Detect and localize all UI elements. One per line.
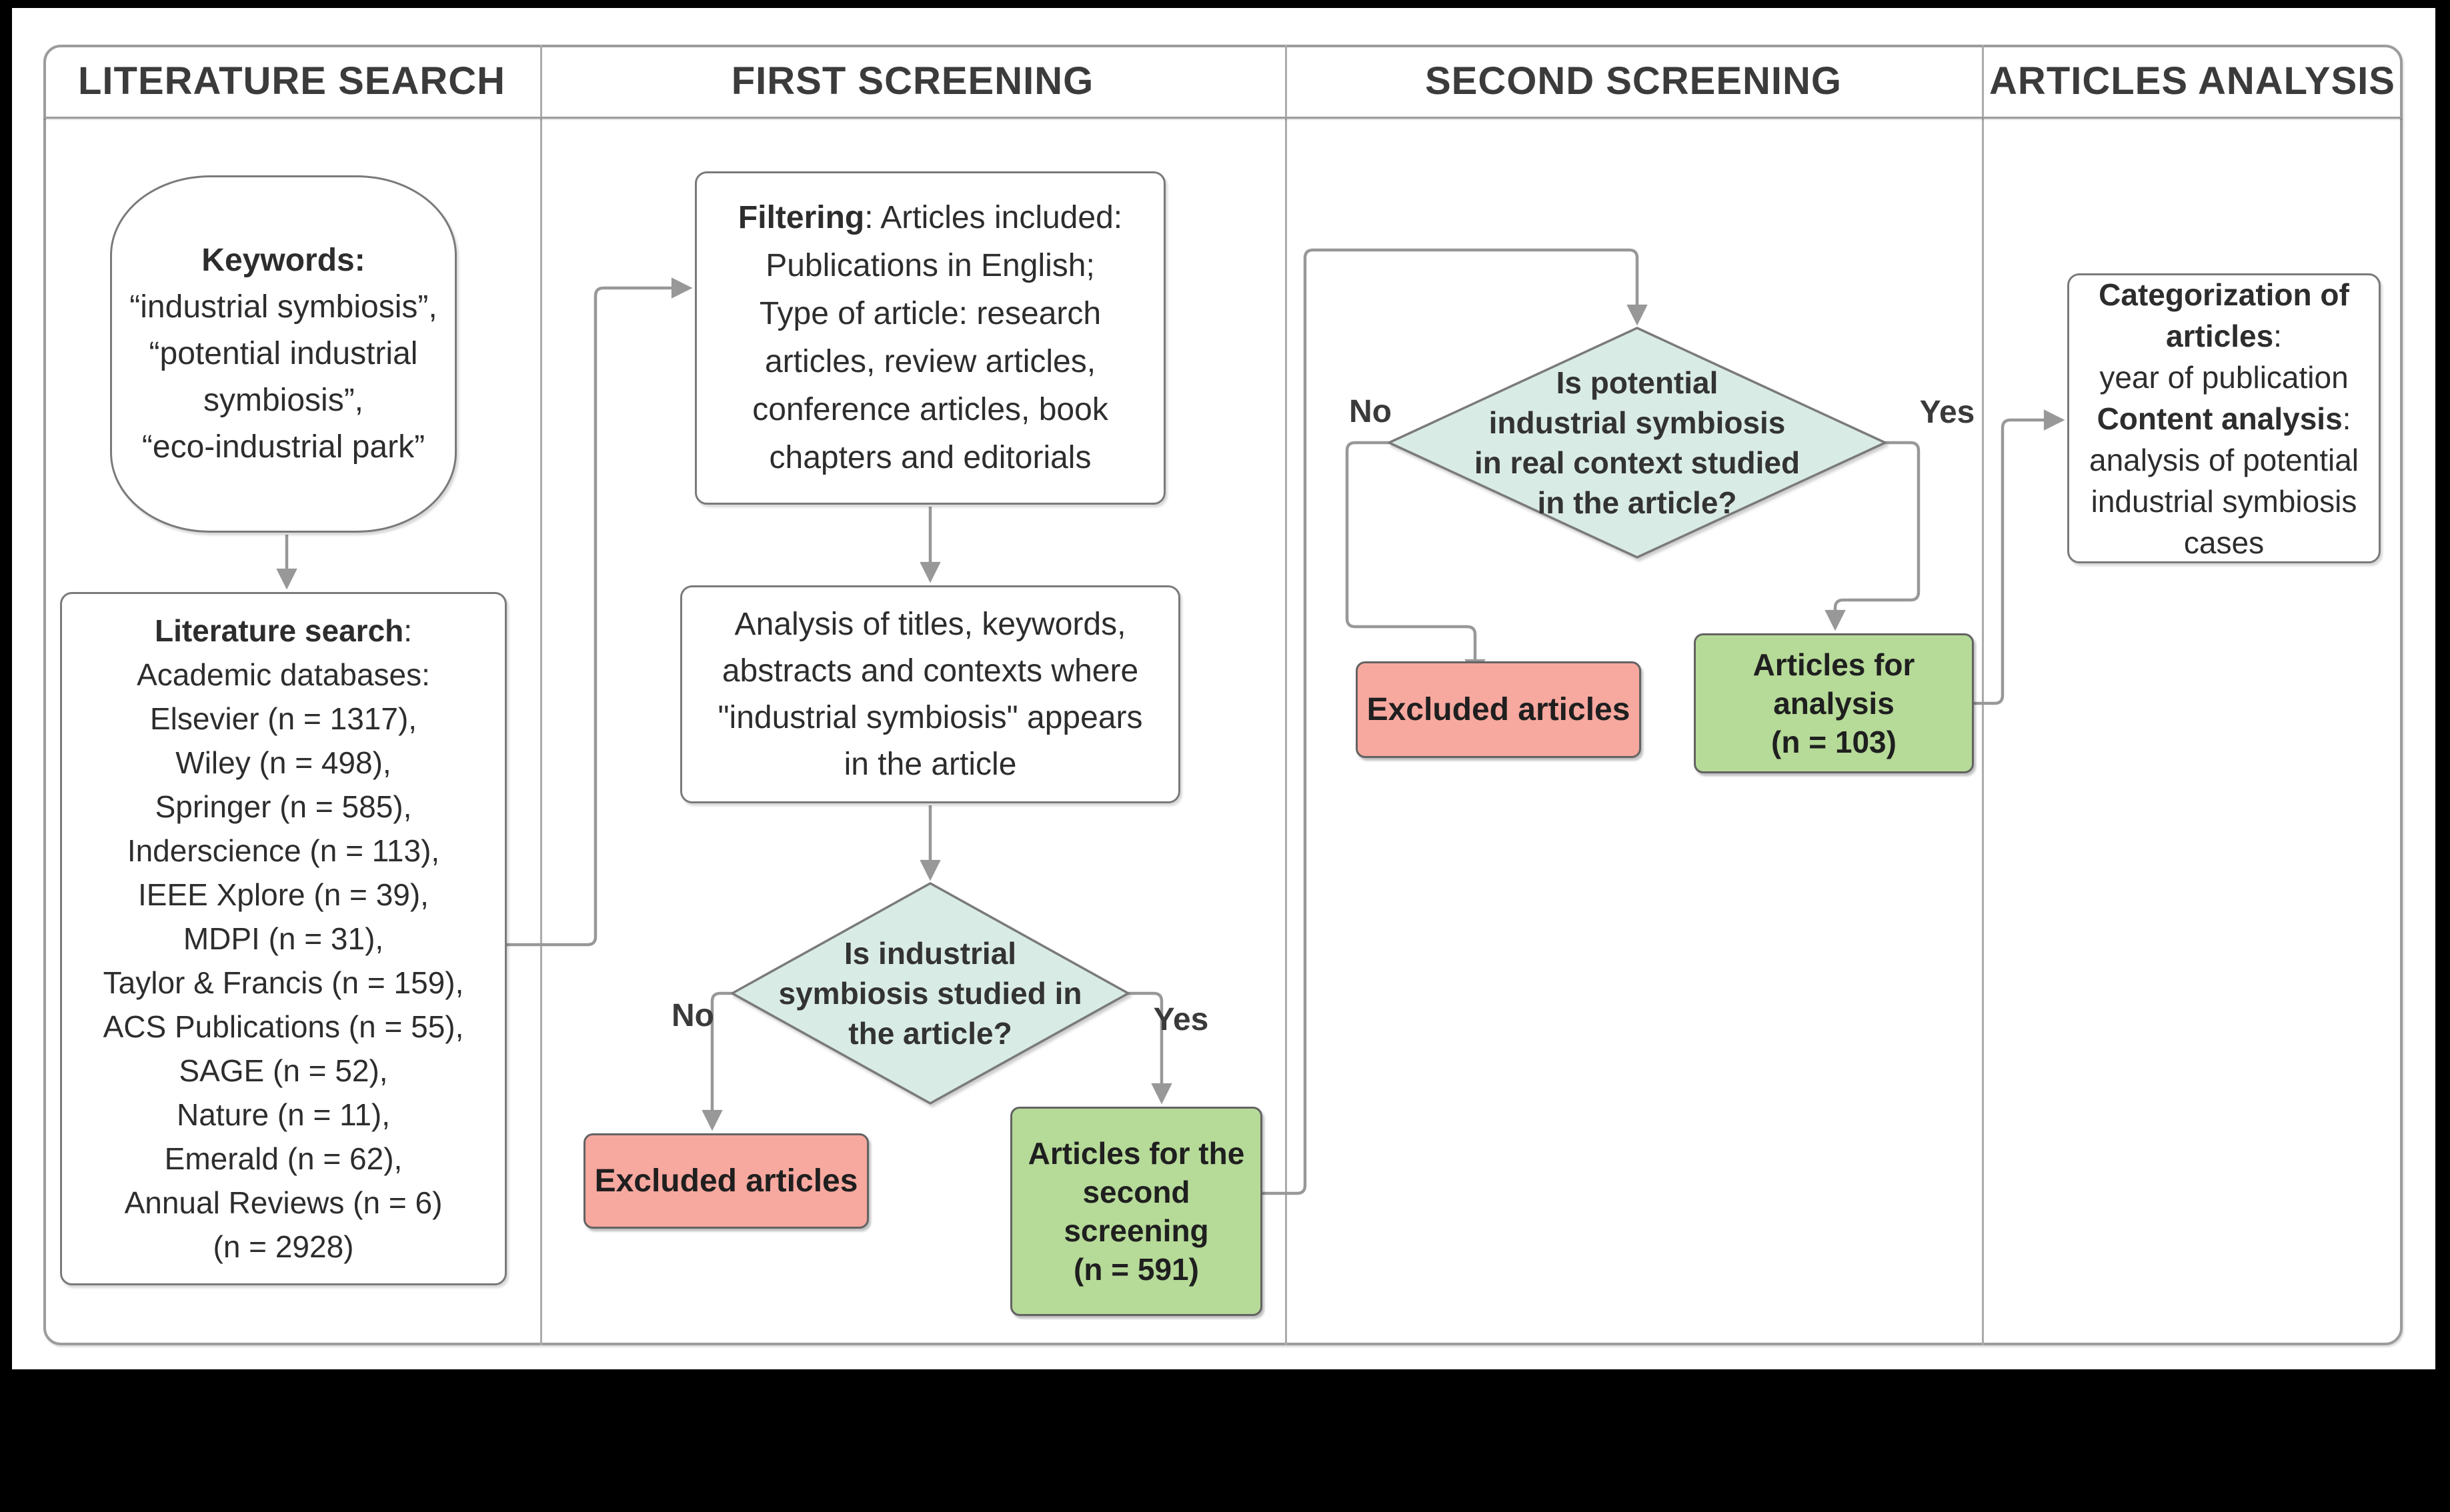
header-literature-search: LITERATURE SEARCH <box>77 59 506 103</box>
decision1-no-label: No <box>672 998 714 1033</box>
categorization-box: Categorization of articles: year of publ… <box>2067 273 2381 563</box>
filtering-box: Filtering: Articles included: Publicatio… <box>695 171 1166 505</box>
decision2-yes-label: Yes <box>1919 395 1975 430</box>
filtering-box-lines: Publications in English; Type of article… <box>752 248 1108 475</box>
column-divider-2 <box>1285 45 1287 1345</box>
connector-decision2-yes <box>1824 441 1921 631</box>
categorization-year-line: year of publication <box>2099 359 2349 395</box>
categorization-title-line2: articles: <box>2166 318 2282 353</box>
connector-decision2-no <box>1345 441 1486 681</box>
header-second-screening: SECOND SCREENING <box>1424 59 1843 103</box>
literature-search-box: Literature search: Academic databases: E… <box>60 592 507 1285</box>
titles-analysis-box: Analysis of titles, keywords, abstracts … <box>680 585 1180 803</box>
keywords-box: Keywords: “industrial symbiosis”, “poten… <box>110 175 457 533</box>
header-separator-line <box>43 117 2403 119</box>
content-analysis-title-line: Content analysis: <box>2097 401 2351 436</box>
articles-for-analysis-box: Articles for analysis (n = 103) <box>1694 633 1974 773</box>
categorization-title-line1: Categorization of <box>2099 277 2349 312</box>
keywords-box-lines: “industrial symbiosis”, “potential indus… <box>129 289 437 465</box>
header-first-screening: FIRST SCREENING <box>731 59 1094 103</box>
excluded-articles-box-1: Excluded articles <box>583 1133 869 1229</box>
literature-search-box-lines: Academic databases: Elsevier (n = 1317),… <box>103 657 464 1264</box>
decision1-yes-label: Yes <box>1153 1002 1209 1037</box>
diagram-outer-frame <box>43 45 2403 1345</box>
decision2-question: Is potential industrial symbiosis in rea… <box>1474 365 1800 520</box>
excluded-articles-box-2: Excluded articles <box>1356 661 1641 758</box>
connector-search-to-filtering <box>507 277 693 947</box>
keywords-box-title: Keywords: <box>201 243 365 278</box>
decision2-diamond <box>1388 327 1887 559</box>
header-articles-analysis: ARTICLES ANALYSIS <box>1989 59 2395 103</box>
decision1-diamond <box>731 882 1130 1105</box>
titles-analysis-box-lines: Analysis of titles, keywords, abstracts … <box>718 606 1143 782</box>
connector-decision1-yes <box>1128 991 1172 1105</box>
connector-green1-to-decision2 <box>1262 248 1648 1195</box>
column-divider-1 <box>540 45 542 1345</box>
content-analysis-lines: analysis of potential industrial symbios… <box>2089 442 2359 560</box>
literature-search-box-title-row: Literature search: <box>154 613 413 648</box>
filtering-box-title-row: Filtering: Articles included: <box>738 200 1123 235</box>
articles-second-screening-box: Articles for the second screening (n = 5… <box>1010 1107 1262 1316</box>
decision1-question: Is industrial symbiosis studied in the a… <box>778 936 1082 1051</box>
decision2-no-label: No <box>1349 394 1392 429</box>
connector-green2-to-categorization <box>1974 409 2065 705</box>
connector-decision1-no <box>702 991 732 1131</box>
column-divider-3 <box>1982 45 1984 1345</box>
